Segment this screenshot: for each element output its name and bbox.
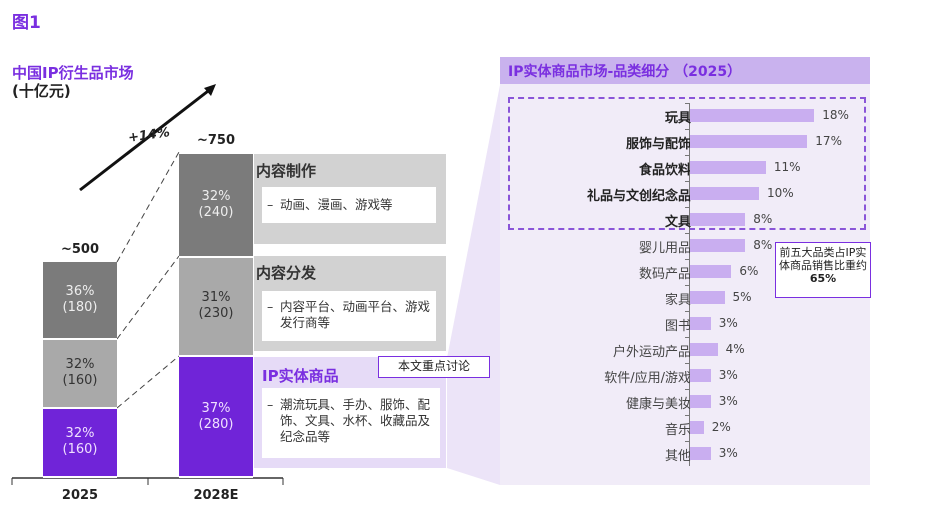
category-bar (690, 109, 815, 122)
total-label: ~500 (60, 242, 100, 257)
category-value-label: 18% (822, 108, 849, 122)
category-value-label: 2% (711, 420, 731, 434)
category-value-label: 3% (718, 368, 738, 382)
funnel-shape (447, 85, 500, 485)
axis-tick (685, 207, 690, 208)
segment-share-label: 37% (201, 400, 231, 416)
focus-callout: 本文重点讨论 (378, 356, 490, 378)
segment-value-label: (160) (62, 373, 98, 389)
category-bar (690, 187, 759, 200)
category-value-label: 3% (718, 316, 738, 330)
segment-value-label: (230) (198, 306, 234, 322)
axis-tick (685, 337, 690, 338)
category-label: 玩具 (664, 111, 691, 126)
category-label: 软件/应用/游戏 (604, 371, 691, 386)
category-bar (690, 135, 808, 148)
axis-tick (685, 233, 690, 234)
category-value-label: 6% (739, 264, 759, 278)
category-bar (690, 421, 704, 434)
segment-value-label: (280) (198, 416, 234, 432)
category-bar (690, 213, 746, 226)
segment-value-label: (160) (62, 442, 98, 458)
axis-tick (685, 285, 690, 286)
category-bar (690, 239, 746, 252)
segment-share-label: 32% (201, 188, 231, 204)
segment-title: 内容分发 (256, 264, 317, 282)
category-bar (690, 317, 711, 330)
axis-tick (685, 389, 690, 390)
arrow-head-icon (204, 84, 216, 96)
bar-segment: 36%(180) (43, 262, 117, 340)
segment-desc: 内容平台、动画平台、游戏发行商等 (262, 291, 436, 341)
category-label: 礼品与文创纪念品 (586, 189, 691, 204)
category-label: 其他 (664, 449, 691, 464)
bar-segment: 32%(160) (43, 339, 117, 409)
category-bar (690, 343, 718, 356)
annotation-value: 65% (809, 272, 837, 285)
category-label: 文具 (664, 215, 691, 230)
category-panel-title: IP实体商品市场-品类细分 （2025） (500, 57, 870, 84)
segment-desc: 动画、漫画、游戏等 (262, 187, 436, 223)
category-value-label: 8% (753, 212, 773, 226)
category-value-label: 3% (718, 446, 738, 460)
annotation-text: 前五大品类占IP实体商品销售比重约 (779, 246, 867, 272)
category-label: 食品饮料 (638, 163, 691, 178)
category-label: 家具 (664, 293, 691, 308)
axis-tick (685, 181, 690, 182)
category-value-label: 4% (725, 342, 745, 356)
figure-label: 图1 (12, 13, 41, 33)
axis-tick (685, 103, 690, 104)
category-value-label: 5% (732, 290, 752, 304)
top5-highlight-box (508, 97, 866, 230)
segment-share-label: 32% (65, 357, 95, 373)
category-value-label: 10% (767, 186, 794, 200)
axis-tick (685, 129, 690, 130)
category-label: 音乐 (664, 423, 691, 438)
segment-value-label: (240) (198, 204, 234, 220)
x-tick-label: 2028E (193, 488, 239, 503)
segment-share-label: 32% (65, 426, 95, 442)
growth-arrow (79, 86, 213, 192)
category-label: 健康与美妆 (625, 397, 691, 412)
axis-tick (685, 259, 690, 260)
category-bar (690, 291, 725, 304)
left-chart-title: 中国IP衍生品市场 (12, 64, 134, 82)
segment-title: 内容制作 (256, 162, 317, 180)
segment-title: IP实体商品 (262, 367, 339, 385)
category-value-label: 8% (753, 238, 773, 252)
bar-segment: 32%(240) (179, 154, 253, 258)
axis-tick (685, 155, 690, 156)
category-bar (690, 161, 766, 174)
segment-share-label: 36% (65, 283, 95, 299)
category-bar (690, 447, 711, 460)
left-chart-unit: (十亿元) (12, 82, 71, 100)
category-label: 服饰与配饰 (625, 137, 691, 152)
segment-box-content-distribution: 内容分发 内容平台、动画平台、游戏发行商等 (254, 256, 446, 351)
bar-segment: 31%(230) (179, 257, 253, 358)
bar-segment: 37%(280) (179, 357, 253, 478)
top5-annotation: 前五大品类占IP实体商品销售比重约 65% (775, 242, 871, 298)
x-tick-label: 2025 (61, 488, 99, 503)
segment-box-content-creation: 内容制作 动画、漫画、游戏等 (254, 154, 446, 244)
category-bar (690, 265, 732, 278)
category-label: 婴儿用品 (638, 241, 691, 256)
bar-segment: 32%(160) (43, 408, 117, 478)
segment-share-label: 31% (201, 290, 231, 306)
segment-desc: 潮流玩具、手办、服饰、配饰、文具、水杯、收藏品及纪念品等 (262, 388, 440, 458)
axis-tick (685, 441, 690, 442)
axis-tick (685, 311, 690, 312)
axis-tick (685, 415, 690, 416)
category-label: 数码产品 (638, 267, 691, 282)
category-bar (690, 395, 711, 408)
total-label: ~750 (196, 133, 236, 148)
category-value-label: 3% (718, 394, 738, 408)
category-bar (690, 369, 711, 382)
category-label: 户外运动产品 (612, 345, 691, 360)
category-value-label: 11% (773, 160, 801, 174)
category-label: 图书 (664, 319, 691, 334)
category-value-label: 17% (815, 134, 842, 148)
axis-tick (685, 363, 690, 364)
segment-value-label: (180) (62, 299, 98, 315)
